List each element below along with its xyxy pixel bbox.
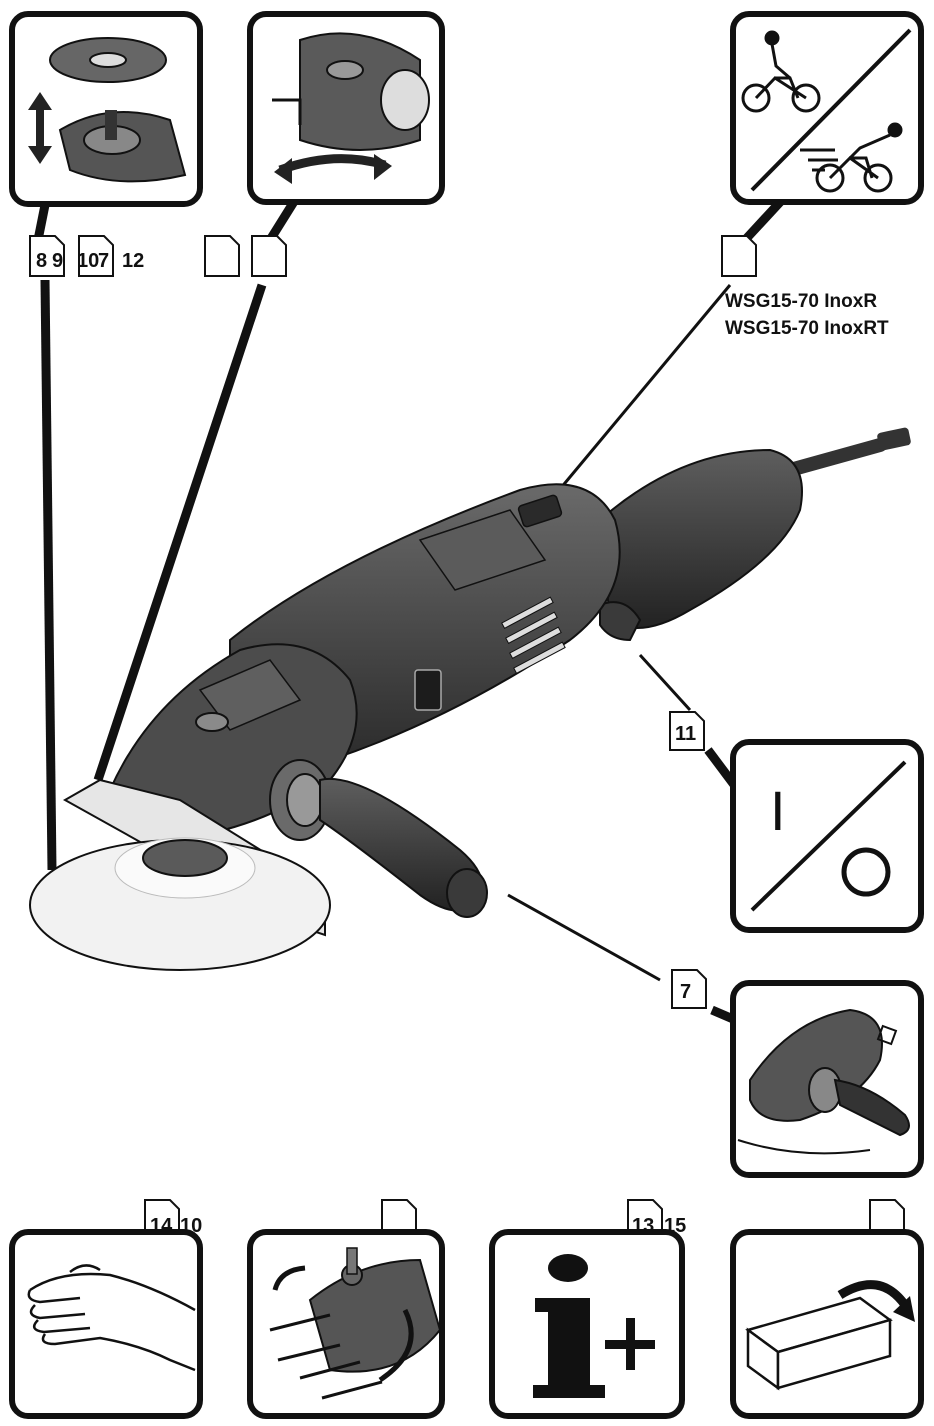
panel-wheel-change — [9, 11, 203, 207]
panel-guard-screws — [247, 1199, 445, 1419]
screw-icons — [269, 1313, 383, 1400]
panel-info: 13 15 — [489, 1199, 686, 1419]
switch-off-icon — [841, 847, 891, 897]
page-ref: 7 — [98, 250, 109, 272]
info-plus-icon — [533, 1254, 655, 1398]
open-arrow-icon — [837, 1280, 915, 1322]
switch-on-label: I — [770, 779, 786, 842]
up-down-arrow-icon — [28, 92, 52, 164]
slow-cyclist-icon — [741, 30, 821, 113]
case-icon — [745, 1296, 893, 1391]
page-refs-wheel-change: 8 9 10 7 12 — [29, 235, 144, 277]
panel-vibration: 14 10 — [9, 1199, 203, 1419]
rotate-arrow-icon — [274, 154, 392, 184]
model-name-2: WSG15-70 InoxRT — [725, 318, 889, 339]
fast-cyclist-icon — [800, 122, 903, 193]
page-refs-speed-dial — [721, 235, 757, 277]
leader-lines — [33, 196, 786, 1027]
model-name-1: WSG15-70 InoxR — [725, 291, 877, 312]
panel-carrying-case — [730, 1199, 924, 1419]
page-ref: 8 — [36, 250, 47, 272]
page-refs-guard-adjust — [204, 235, 287, 277]
rotate-arrow-icon — [272, 1265, 414, 1383]
panel-guard-adjust — [247, 11, 445, 205]
angle-grinder-illustration — [29, 427, 911, 971]
page-ref: 10 — [77, 250, 99, 272]
panel-side-handle: 7 — [671, 969, 924, 1178]
page-ref: 9 — [52, 250, 63, 272]
panel-speed-dial — [730, 11, 924, 205]
panel-on-off-switch: 11 I — [669, 711, 924, 933]
page-ref: 7 — [680, 981, 691, 1003]
page-ref: 12 — [122, 250, 144, 272]
page-ref: 11 — [675, 723, 696, 745]
hand-icon — [27, 1264, 196, 1372]
